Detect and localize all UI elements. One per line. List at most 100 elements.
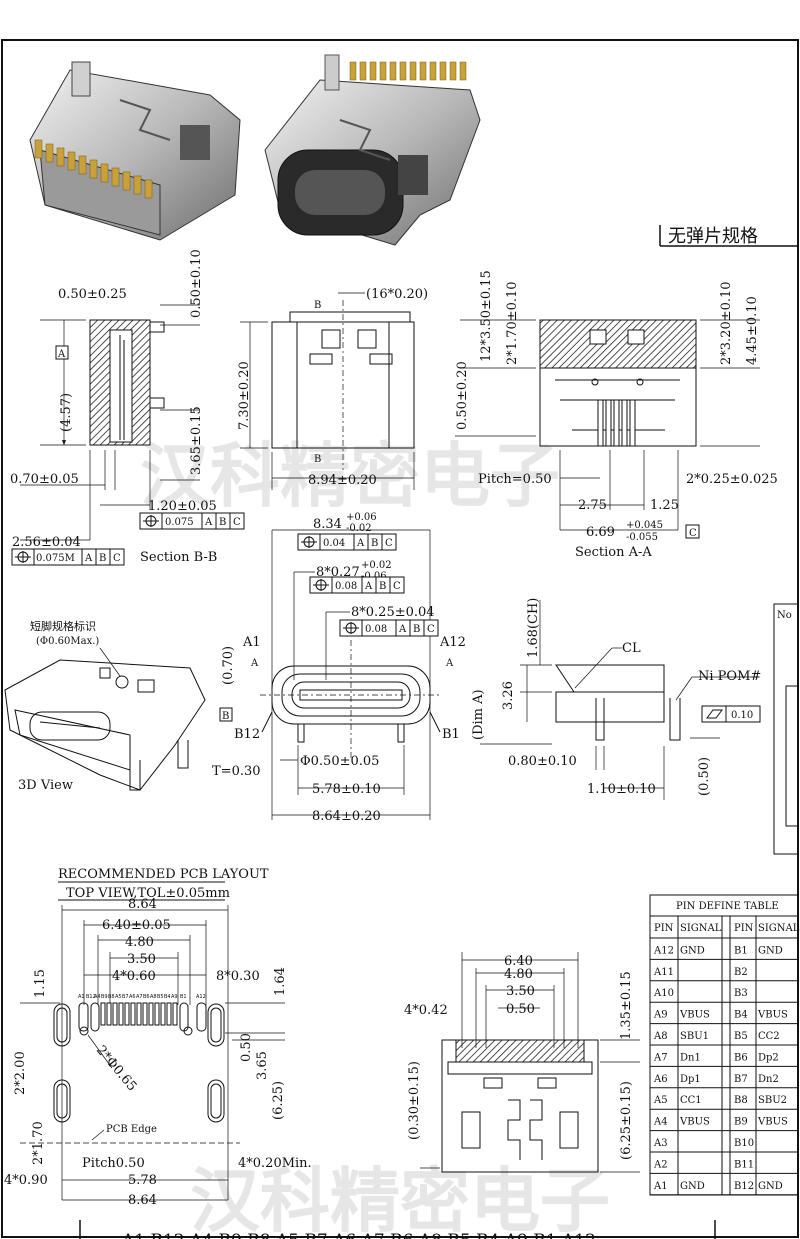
bb-fcf1-a: A [204, 517, 213, 528]
bv-dim-480: 4.80 [504, 967, 533, 982]
mid-dim-578: 5.78±0.10 [312, 782, 381, 797]
section-aa: 12*3.50±0.15 2*1.70±0.10 0.50±0.20 2*3.2… [455, 270, 778, 560]
pin-cell-r0-c0: A12 [653, 945, 674, 956]
datum-a: A [57, 349, 66, 360]
mid-fcf-b-c: C [393, 581, 401, 592]
pin-cell-r5-c1: Dn1 [680, 1052, 701, 1063]
short-leg-line2: (Φ0.60Max.) [36, 636, 99, 647]
bb-dim-5: 0.70±0.05 [10, 472, 79, 487]
mid-view: 8.34 +0.06 -0.02 0.04 A B C 8*0.27 +0.02… [212, 512, 466, 824]
banner-title: 无弹片规格 [668, 226, 758, 247]
mid-d834: 8.34 [313, 517, 342, 532]
bv-dim-350: 3.50 [506, 984, 535, 999]
flatness-fcf: 0.10 [701, 705, 761, 723]
pcb-dim-2x170: 2*1.70 [31, 1121, 46, 1165]
datum-b-box [219, 707, 233, 722]
bb-fcf-2: 0.075M A B C [11, 548, 125, 566]
mid-fcf-a-val: 0.04 [323, 538, 345, 549]
pcb-dim-020min: 4*0.20Min. [238, 1156, 312, 1171]
mid-fcf-a-b: B [371, 538, 378, 549]
aa-dim-7: 2.75 [578, 498, 607, 513]
pad-label-6: B7 [122, 994, 129, 1000]
pcb-dim-164: 1.64 [273, 967, 288, 996]
aa-dim-6: 2*0.25±0.025 [686, 472, 778, 487]
fv-dim-width: 8.94±0.20 [308, 473, 377, 488]
aa-dim-2: 2*1.70±0.10 [505, 281, 520, 365]
pin-cell-r8-c1: VBUS [679, 1117, 710, 1128]
pad-label-14: B1 [180, 994, 187, 1000]
product-photo-right [264, 54, 481, 246]
side-dim-dima: (Dim A) [471, 689, 486, 740]
mid-fcf-c-val: 0.08 [365, 624, 387, 635]
pcb-pads [53, 1002, 225, 1123]
pad-label-2: A4 [94, 994, 101, 1000]
mid-fcf-c-c: C [427, 624, 435, 635]
pin-cell-r2-c2: B3 [734, 988, 748, 999]
bv-dim-050: 0.50 [506, 1002, 535, 1017]
pin-th-3: SIGNAL [758, 923, 800, 934]
pcb-dim-578: 5.78 [128, 1173, 157, 1188]
mid-label-datum-b: B [222, 711, 229, 722]
aa-dim-1: 12*3.50±0.15 [479, 270, 494, 362]
pin-cell-r0-c2: B1 [734, 945, 748, 956]
pin-cell-r0-c3: GND [758, 945, 783, 956]
mid-label-a12: A12 [439, 635, 466, 650]
pad-label-0: A1 [78, 994, 85, 1000]
mid-fcf-c-a: A [398, 624, 407, 635]
fv-section-mark-bottom: B [314, 454, 321, 465]
bb-fcf2-c: C [113, 553, 121, 564]
pin-cell-r9-c2: B10 [734, 1138, 754, 1149]
bb-dim-3: (4.57) [59, 393, 74, 432]
pcb-dim-2x200: 2*2.00 [13, 1051, 28, 1095]
pcb-title: RECOMMENDED PCB LAYOUT [58, 867, 269, 882]
mid-dim-864: 8.64±0.20 [312, 809, 381, 824]
section-aa-title: Section A-A [575, 545, 652, 560]
watermark-top: 汉科精密电子 [140, 435, 560, 517]
mid-label-070: (0.70) [221, 646, 236, 685]
pin-cell-r10-c0: A2 [653, 1159, 668, 1170]
pin-cell-r0-c1: GND [680, 945, 705, 956]
bottom-strip: A1 B12 A4 B9 B8 A5 B7 A6 A7 B6 A8 B5 B4 … [79, 1220, 716, 1239]
bb-fcf1-val: 0.075 [165, 517, 194, 528]
pin-cell-r1-c0: A11 [653, 967, 674, 978]
side-callout-cl: CL [622, 641, 641, 656]
mid-d825: 8*0.25±0.04 [351, 605, 435, 620]
bb-fcf2-a: A [84, 553, 93, 564]
pin-cell-r3-c1: VBUS [679, 1010, 710, 1021]
spec-banner: 无弹片规格 [659, 225, 798, 247]
mid-d827-upper: +0.02 [361, 560, 392, 571]
pin-cell-r8-c3: VBUS [757, 1117, 788, 1128]
watermark-bottom: 汉科精密电子 [190, 1160, 610, 1239]
pin-cell-r2-c0: A10 [653, 988, 674, 999]
pad-label-4: B8 [108, 994, 115, 1000]
pin-cell-r6-c0: A6 [653, 1074, 668, 1085]
pin-cell-r8-c0: A4 [653, 1117, 668, 1128]
mid-label-a-left: A [250, 658, 259, 669]
pad-label-7: A6 [129, 994, 136, 1000]
bv-dim-4x042: 4*0.42 [404, 1003, 448, 1018]
pin-th-2: PIN [734, 923, 754, 934]
pad-label-5: A5 [115, 994, 122, 1000]
side-dim-050: (0.50) [697, 757, 712, 796]
pin-cell-r5-c3: Dp2 [758, 1052, 779, 1063]
flatness-val: 0.10 [731, 710, 753, 721]
mid-dim-phi: Φ0.50±0.05 [300, 754, 379, 769]
side-callout-ni: Ni POM# [698, 669, 761, 684]
bv-dim-030: (0.30±0.15) [407, 1061, 422, 1140]
short-leg-line1: 短脚规格标识 [30, 619, 96, 633]
side-dim-080: 0.80±0.10 [508, 754, 577, 769]
pcb-dim-480: 4.80 [125, 935, 154, 950]
side-body-top [555, 664, 665, 693]
aa-dim-9: 6.69 [586, 525, 615, 540]
3d-view-label: 3D View [18, 778, 73, 793]
fv-section-mark-top: B [314, 300, 321, 311]
datum-c-box [685, 524, 700, 539]
pad-label-13: A9 [171, 994, 178, 1000]
bb-fcf-1: 0.075 A B C [139, 512, 245, 530]
pin-cell-r5-c2: B6 [734, 1052, 748, 1063]
pin-cell-r11-c3: GND [758, 1181, 783, 1192]
mid-fcf-b-a: A [364, 581, 373, 592]
pcb-dim-365: 3.65 [255, 1051, 270, 1080]
